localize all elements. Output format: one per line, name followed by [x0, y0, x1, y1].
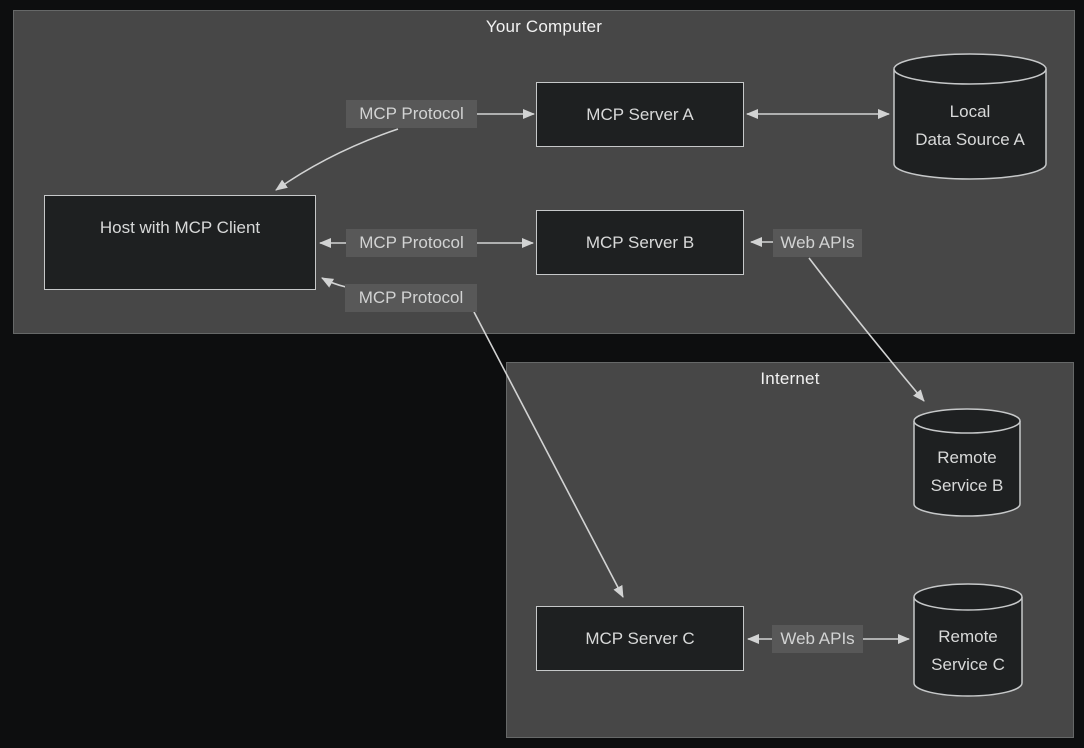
remote-service-c-line1: Remote [938, 627, 998, 646]
internet-title: Internet [760, 369, 820, 388]
mcp-server-b-label: MCP Server B [585, 232, 695, 252]
edge-label-web-apis-server-b: Web APIs [773, 229, 862, 257]
your-computer-title: Your Computer [485, 17, 603, 36]
local-data-source-a-line2: Data Source A [915, 130, 1025, 149]
remote-service-c-line2: Service C [931, 655, 1005, 674]
edge-label-mcp-protocol-server-c: MCP Protocol [345, 284, 477, 312]
remote-service-b-cylinder: Remote Service B [913, 408, 1021, 517]
remote-service-c-cylinder: Remote Service C [913, 583, 1023, 697]
edge-label-mcp-protocol-server-a: MCP Protocol [346, 100, 477, 128]
cylinder-shape-icon [913, 583, 1023, 697]
cylinder-shape-icon [893, 53, 1047, 180]
mcp-server-a-label: MCP Server A [586, 104, 694, 124]
edge-label-mcp-protocol-server-b: MCP Protocol [346, 229, 477, 257]
node-mcp-server-b: MCP Server B [536, 210, 744, 275]
mcp-server-c-label: MCP Server C [585, 628, 695, 648]
remote-service-b-line1: Remote [937, 448, 997, 467]
edge-label-web-apis-server-c: Web APIs [772, 625, 863, 653]
host-label: Host with MCP Client [99, 218, 261, 237]
remote-service-b-label: Remote Service B [913, 444, 1021, 500]
node-mcp-server-a: MCP Server A [536, 82, 744, 147]
local-data-source-a-line1: Local [949, 102, 991, 121]
cylinder-shape-icon [913, 408, 1021, 517]
node-mcp-server-c: MCP Server C [536, 606, 744, 671]
local-data-source-a-cylinder: Local Data Source A [893, 53, 1047, 180]
local-data-source-a-label: Local Data Source A [893, 98, 1047, 154]
remote-service-b-line2: Service B [930, 476, 1004, 495]
remote-service-c-label: Remote Service C [913, 623, 1023, 679]
node-host-with-mcp-client: Host with MCP Client [44, 195, 316, 290]
